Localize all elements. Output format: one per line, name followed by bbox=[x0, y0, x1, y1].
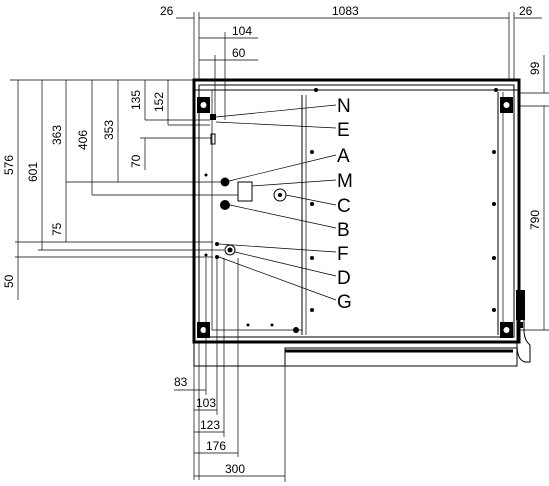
callout-leaders bbox=[215, 104, 337, 301]
components bbox=[210, 114, 287, 259]
callout-e: E bbox=[337, 120, 350, 141]
dim-bottom-300: 300 bbox=[225, 462, 245, 476]
dim-bottom-83: 83 bbox=[174, 375, 188, 389]
dim-left-353: 353 bbox=[102, 120, 116, 140]
callout-b: B bbox=[337, 220, 350, 241]
corner-mounts bbox=[197, 97, 513, 338]
dim-top-26-right: 26 bbox=[519, 4, 533, 18]
dim-left-363: 363 bbox=[50, 125, 64, 145]
dim-left-601: 601 bbox=[26, 162, 40, 182]
dim-bottom-176: 176 bbox=[206, 439, 226, 453]
dimension-lines-top bbox=[176, 12, 542, 120]
bottom-rail bbox=[193, 290, 531, 367]
dim-bottom-123: 123 bbox=[200, 418, 220, 432]
callout-n: N bbox=[337, 96, 351, 117]
dimension-lines-right bbox=[519, 55, 549, 331]
callout-f: F bbox=[337, 244, 349, 265]
dim-left-576: 576 bbox=[2, 155, 16, 175]
callout-d: D bbox=[337, 268, 351, 289]
callout-c: C bbox=[337, 196, 351, 217]
callout-a: A bbox=[337, 146, 350, 167]
callout-g: G bbox=[337, 292, 352, 313]
dim-left-406: 406 bbox=[76, 130, 90, 150]
dim-left-135: 135 bbox=[129, 90, 143, 110]
dim-left-70: 70 bbox=[129, 154, 143, 168]
dim-top-1083: 1083 bbox=[332, 4, 359, 18]
dim-bottom-103: 103 bbox=[196, 396, 216, 410]
screw-dots bbox=[204, 88, 498, 333]
dim-top-26-left: 26 bbox=[160, 4, 174, 18]
dim-right-99: 99 bbox=[528, 61, 542, 75]
callout-m: M bbox=[337, 171, 353, 192]
dim-top-60: 60 bbox=[232, 46, 246, 60]
dim-left-50: 50 bbox=[2, 274, 16, 288]
dimension-lines-bottom bbox=[174, 258, 286, 482]
dimension-lines-left bbox=[10, 79, 238, 300]
dim-right-790: 790 bbox=[528, 210, 542, 230]
panel-outline bbox=[192, 78, 521, 344]
dim-left-75: 75 bbox=[50, 222, 64, 236]
dim-top-104: 104 bbox=[232, 24, 252, 38]
dim-left-152: 152 bbox=[152, 92, 166, 112]
